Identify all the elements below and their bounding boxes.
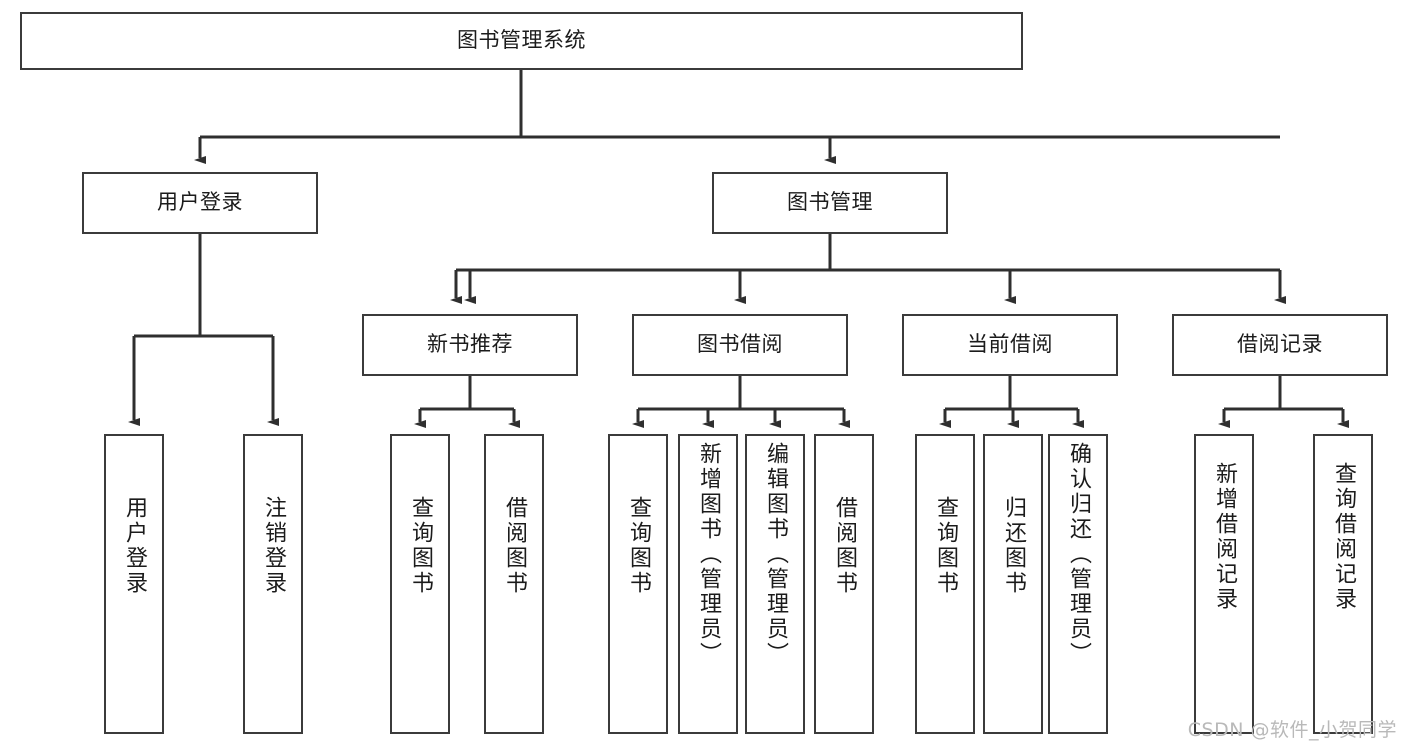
leaf-label: 查询借阅记录: [1331, 462, 1356, 612]
leaf-label: 编辑图书（管理员）: [763, 442, 788, 667]
leaf-label: 注销登录: [261, 496, 286, 596]
leaf-current-borrow-return[interactable]: 归还图书: [983, 434, 1043, 734]
leaf-book-borrow-borrow[interactable]: 借阅图书: [814, 434, 874, 734]
leaf-label: 借阅图书: [502, 496, 527, 596]
leaf-label: 借阅图书: [832, 496, 857, 596]
leaf-new-book-query[interactable]: 查询图书: [390, 434, 450, 734]
leaf-label: 查询图书: [626, 496, 651, 596]
leaf-book-borrow-edit[interactable]: 编辑图书（管理员）: [745, 434, 805, 734]
node-borrow-record[interactable]: 借阅记录: [1172, 314, 1388, 376]
leaf-new-book-borrow[interactable]: 借阅图书: [484, 434, 544, 734]
leaf-user-login-logout[interactable]: 注销登录: [243, 434, 303, 734]
leaf-label: 归还图书: [1001, 496, 1026, 596]
leaf-label: 新增借阅记录: [1212, 462, 1237, 612]
leaf-current-borrow-confirm[interactable]: 确认归还（管理员）: [1048, 434, 1108, 734]
leaf-current-borrow-query[interactable]: 查询图书: [915, 434, 975, 734]
node-borrow-record-label: 借阅记录: [1237, 332, 1323, 357]
node-user-login-label: 用户登录: [157, 190, 243, 215]
leaf-label: 查询图书: [933, 496, 958, 596]
leaf-user-login-login[interactable]: 用户登录: [104, 434, 164, 734]
node-root-label: 图书管理系统: [457, 28, 586, 53]
node-user-login[interactable]: 用户登录: [82, 172, 318, 234]
node-book-management[interactable]: 图书管理: [712, 172, 948, 234]
leaf-label: 确认归还（管理员）: [1066, 442, 1091, 667]
node-new-book-recommend-label: 新书推荐: [427, 332, 513, 357]
node-book-borrow[interactable]: 图书借阅: [632, 314, 848, 376]
node-new-book-recommend[interactable]: 新书推荐: [362, 314, 578, 376]
node-book-management-label: 图书管理: [787, 190, 873, 215]
leaf-label: 查询图书: [408, 496, 433, 596]
node-root[interactable]: 图书管理系统: [20, 12, 1023, 70]
node-current-borrow[interactable]: 当前借阅: [902, 314, 1118, 376]
leaf-borrow-record-query[interactable]: 查询借阅记录: [1313, 434, 1373, 734]
node-current-borrow-label: 当前借阅: [967, 332, 1053, 357]
leaf-borrow-record-add[interactable]: 新增借阅记录: [1194, 434, 1254, 734]
leaf-book-borrow-query[interactable]: 查询图书: [608, 434, 668, 734]
leaf-book-borrow-add[interactable]: 新增图书（管理员）: [678, 434, 738, 734]
node-book-borrow-label: 图书借阅: [697, 332, 783, 357]
watermark: CSDN @软件_小贺同学: [1187, 719, 1397, 741]
leaf-label: 用户登录: [122, 496, 147, 596]
leaf-label: 新增图书（管理员）: [696, 442, 721, 667]
